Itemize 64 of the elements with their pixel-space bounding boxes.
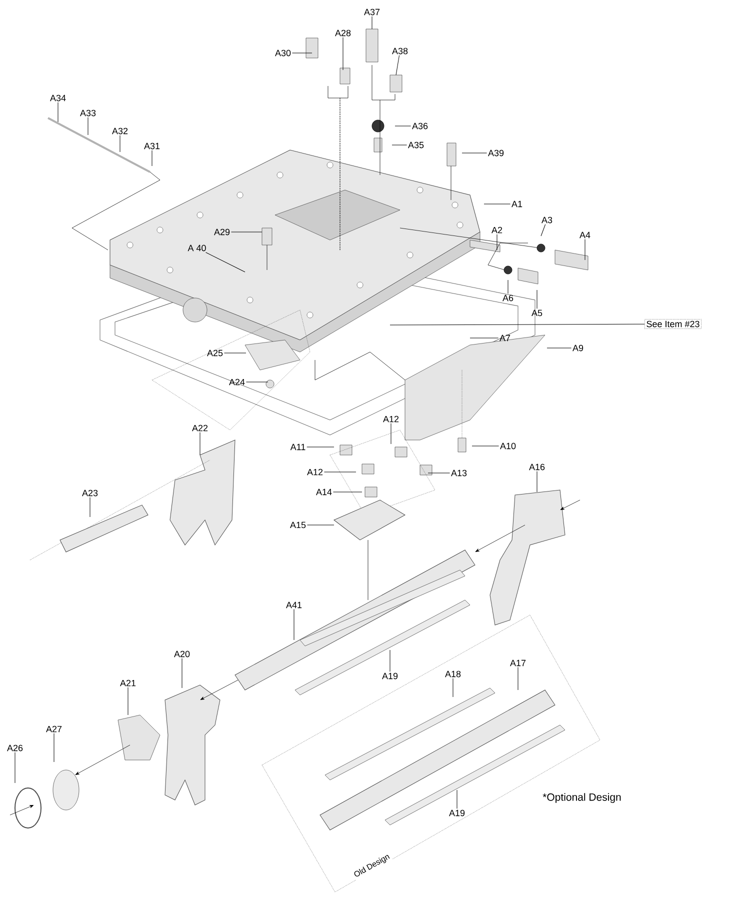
callout-number: A30 — [275, 50, 291, 56]
leader-line — [224, 352, 246, 354]
leader-line — [536, 471, 538, 492]
callout-number: A39 — [488, 150, 504, 156]
callout-number: A41 — [286, 602, 302, 608]
leader-line — [292, 52, 312, 54]
leader-line — [456, 790, 458, 809]
callout-number: A35 — [408, 142, 424, 148]
callout-number: A2 — [492, 226, 502, 234]
leader-line — [428, 472, 450, 474]
callout-number: A21 — [120, 680, 136, 686]
callout-number: A32 — [112, 128, 128, 134]
callout-number: A36 — [412, 122, 428, 130]
callout-number: A34 — [50, 94, 66, 102]
callout-number: A31 — [144, 142, 160, 150]
callout-number: A13 — [451, 470, 467, 476]
leader-line — [462, 152, 488, 154]
callout-number: A33 — [80, 110, 96, 116]
leader-line — [584, 239, 586, 260]
callout-number: A23 — [82, 490, 98, 496]
callout-number: A22 — [192, 424, 208, 432]
leader-line — [390, 324, 645, 326]
leader-line — [390, 423, 392, 444]
callout-number: A9 — [572, 344, 584, 352]
callout-number: A11 — [290, 444, 306, 450]
callout-number: A18 — [445, 670, 461, 678]
callout-number: A10 — [500, 442, 516, 450]
leader-line — [496, 234, 498, 250]
callout-number: A15 — [290, 522, 306, 528]
leader-line — [206, 252, 246, 272]
callout-number: A37 — [364, 8, 380, 16]
leader-line — [536, 290, 538, 309]
callout-number: A26 — [7, 744, 23, 752]
callout-number: A28 — [335, 30, 351, 36]
callout-number: A17 — [510, 660, 526, 666]
leader-line — [14, 752, 16, 784]
leader-line — [342, 37, 344, 70]
callout-number: A 40 — [188, 244, 206, 252]
leader-line — [540, 224, 546, 236]
callout-number: A1 — [512, 200, 522, 208]
callout-number: A3 — [542, 216, 552, 224]
callout-number: A12 — [307, 468, 323, 476]
design-note: *Optional Design — [542, 792, 622, 804]
callout-number: A7 — [500, 334, 510, 342]
callout-number: A16 — [529, 464, 545, 470]
leader-line — [306, 446, 334, 448]
reference-box: See Item #23 — [644, 319, 702, 329]
leader-line — [452, 678, 454, 698]
callout-number: A4 — [580, 232, 590, 238]
leader-line — [396, 55, 400, 76]
callout-number: A6 — [502, 294, 514, 302]
callout-number: A12 — [383, 416, 399, 422]
leader-line — [306, 524, 334, 526]
callout-number: A19 — [382, 672, 398, 680]
callout-number: A14 — [316, 488, 332, 496]
callout-number: A25 — [207, 350, 223, 356]
callout-number: A27 — [46, 726, 62, 732]
callout-number: A20 — [174, 650, 190, 658]
callout-number: A29 — [214, 228, 230, 236]
callout-number: A5 — [532, 310, 542, 316]
callout-number: A24 — [229, 378, 245, 386]
callout-number: A19 — [449, 810, 465, 816]
callout-number: A38 — [392, 48, 408, 54]
leader-line — [392, 144, 408, 146]
